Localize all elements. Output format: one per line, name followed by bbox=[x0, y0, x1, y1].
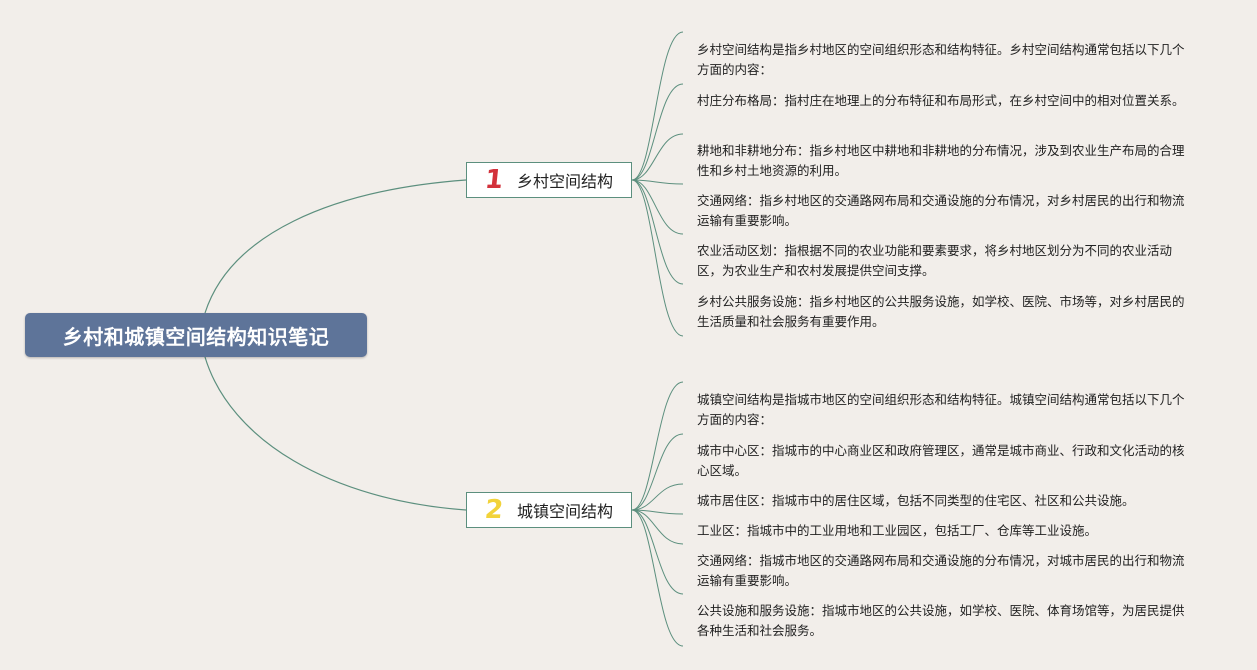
root-title: 乡村和城镇空间结构知识笔记 bbox=[62, 324, 330, 349]
branch-1-leaf-connector bbox=[631, 83, 684, 181]
branch-2-leaf-connector bbox=[631, 509, 684, 595]
branch-2-leaf-connectors bbox=[631, 381, 684, 647]
leaf-1-4[interactable]: 交通网络：指乡村地区的交通路网布局和交通设施的分布情况，对乡村居民的出行和物流运… bbox=[697, 193, 1185, 228]
leaf-2-5[interactable]: 交通网络：指城市地区的交通路网布局和交通设施的分布情况，对城市居民的出行和物流运… bbox=[697, 553, 1185, 588]
leaf-1-6[interactable]: 乡村公共服务设施：指乡村地区的公共服务设施，如学校、医院、市场等，对乡村居民的生… bbox=[697, 294, 1185, 329]
leaf-1-3[interactable]: 耕地和非耕地分布：指乡村地区中耕地和非耕地的分布情况，涉及到农业生产布局的合理性… bbox=[697, 143, 1185, 178]
leaf-2-4[interactable]: 工业区：指城市中的工业用地和工业园区，包括工厂、仓库等工业设施。 bbox=[697, 523, 1098, 538]
branch-topic-1[interactable]: 1 乡村空间结构 bbox=[466, 162, 632, 198]
branch-1-leaf-connector bbox=[631, 179, 684, 235]
leaf-1-5[interactable]: 农业活动区划：指根据不同的农业功能和要素要求，将乡村地区划分为不同的农业活动区，… bbox=[697, 243, 1173, 278]
branch-1-leaf-connector bbox=[631, 179, 684, 185]
branch-2-leaf-connector bbox=[631, 509, 684, 647]
branch-2-label: 城镇空间结构 bbox=[517, 502, 614, 521]
branch-1-leaf-connector bbox=[631, 179, 684, 337]
leaf-1-2[interactable]: 村庄分布格局：指村庄在地理上的分布特征和布局形式，在乡村空间中的相对位置关系。 bbox=[697, 93, 1185, 108]
branch-2-leaf-connector bbox=[631, 433, 684, 511]
leaf-2-1[interactable]: 城镇空间结构是指城市地区的空间组织形态和结构特征。城镇空间结构通常包括以下几个方… bbox=[697, 392, 1185, 427]
root-to-branch-1-connector bbox=[204, 179, 467, 314]
branch-2-leaf-connector bbox=[631, 509, 684, 515]
branch-topic-2[interactable]: 2 城镇空间结构 bbox=[466, 492, 632, 528]
leaf-2-3[interactable]: 城市居住区：指城市中的居住区域，包括不同类型的住宅区、社区和公共设施。 bbox=[697, 493, 1135, 508]
branch-2-leaf-connector bbox=[631, 381, 684, 511]
number-1-badge-icon: 1 bbox=[483, 165, 505, 195]
root-to-branch-2-connector bbox=[204, 356, 467, 511]
branch-1-leaf-connectors bbox=[631, 31, 684, 337]
number-2-badge-icon: 2 bbox=[483, 495, 505, 525]
branch-2-leaf-connector bbox=[631, 483, 684, 511]
leaf-2-2[interactable]: 城市中心区：指城市的中心商业区和政府管理区，通常是城市商业、行政和文化活动的核心… bbox=[697, 443, 1185, 478]
branch-1-leaf-connector bbox=[631, 179, 684, 285]
branch-1-leaf-connector bbox=[631, 31, 684, 181]
branch-1-label: 乡村空间结构 bbox=[517, 172, 614, 191]
leaf-1-1[interactable]: 乡村空间结构是指乡村地区的空间组织形态和结构特征。乡村空间结构通常包括以下几个方… bbox=[697, 42, 1185, 77]
leaf-2-6[interactable]: 公共设施和服务设施：指城市地区的公共设施，如学校、医院、体育场馆等，为居民提供各… bbox=[697, 603, 1185, 638]
branch-2-leaf-connector bbox=[631, 509, 684, 545]
branch-1-leaf-connector bbox=[631, 133, 684, 181]
root-topic[interactable]: 乡村和城镇空间结构知识笔记 bbox=[25, 313, 367, 357]
